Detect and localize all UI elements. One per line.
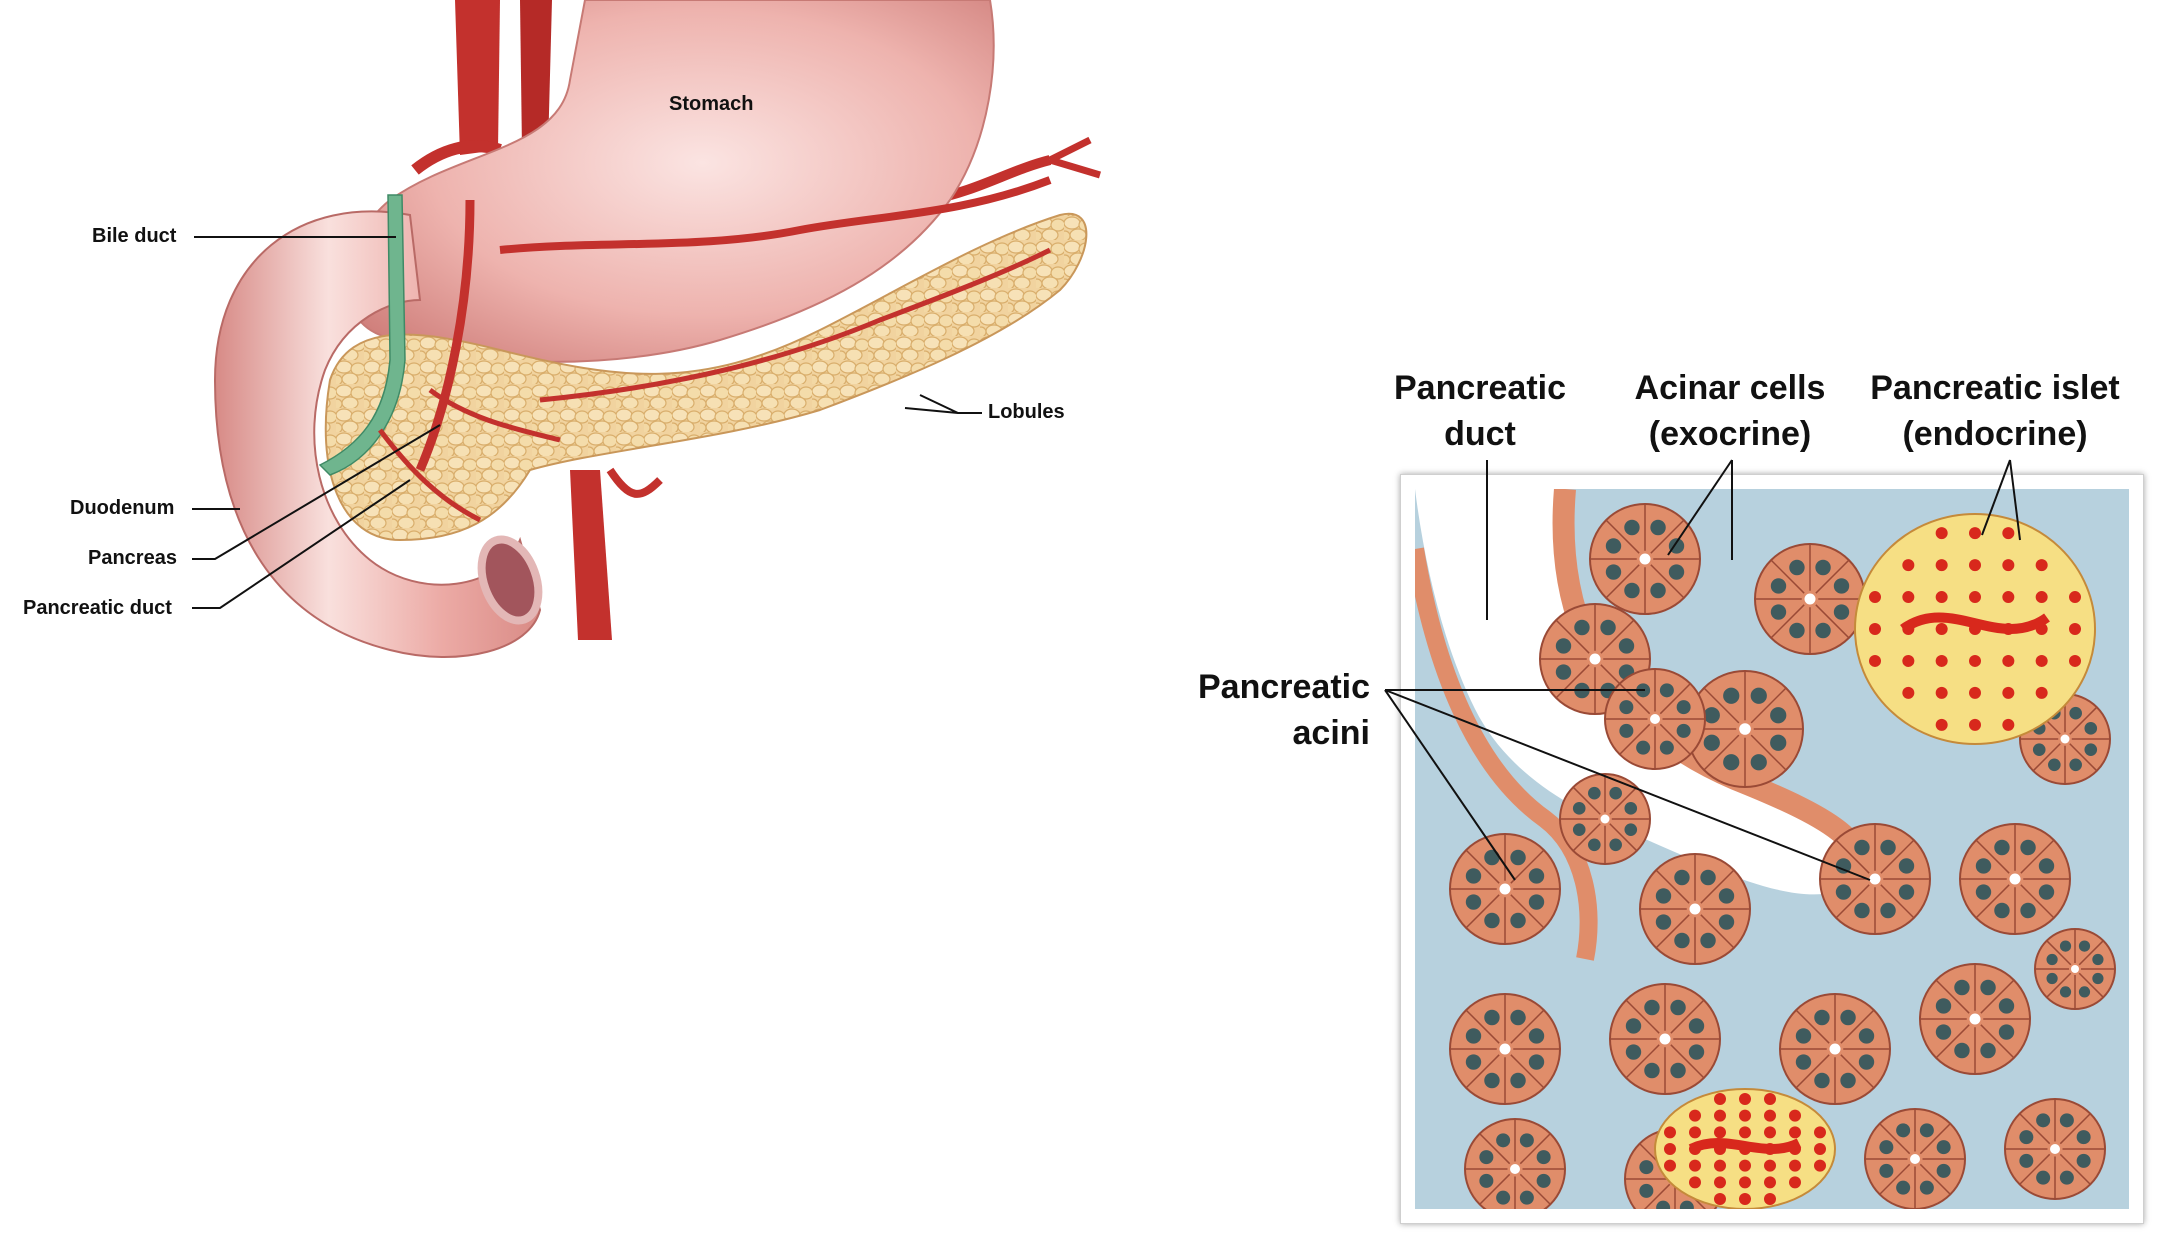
label-stomach: Stomach (669, 93, 754, 115)
label-pancreatic-acini: Pancreatic acini (1198, 668, 1370, 752)
acinus (1609, 983, 1721, 1095)
acinus (1559, 773, 1651, 865)
acinus (2004, 1098, 2106, 1200)
acinus (1779, 993, 1891, 1105)
histology-illustration (1415, 489, 2129, 1209)
acinus (1639, 853, 1751, 965)
bile-duct-shape (318, 194, 406, 476)
label-lobules: Lobules (988, 401, 1065, 423)
pancreas-shape (324, 212, 1088, 542)
label-pancreatic-duct-left: Pancreatic duct (23, 597, 172, 619)
artery-icon (455, 0, 500, 155)
acinus (1589, 503, 1701, 615)
acinus (1604, 668, 1706, 770)
pancreatic-islet (1854, 513, 2096, 745)
acinus (1754, 543, 1866, 655)
histology-panel (1400, 474, 2144, 1224)
label-acinar-cells: Acinar cells (exocrine) (1634, 369, 1826, 453)
acinus (1464, 1118, 1566, 1209)
acinus (1449, 833, 1561, 945)
acinus (2034, 928, 2116, 1010)
pancreatic-islet (1654, 1088, 1836, 1209)
acinus (1449, 993, 1561, 1105)
acinus (1919, 963, 2031, 1075)
label-pancreatic-islet: Pancreatic islet (endocrine) (1870, 369, 2120, 453)
gross-anatomy-illustration (192, 0, 1102, 658)
label-pancreatic-duct-right: Pancreatic duct (1394, 369, 1566, 453)
acinus (1819, 823, 1931, 935)
duodenum-shape (213, 210, 542, 658)
label-pancreas: Pancreas (88, 547, 177, 569)
label-bile-duct: Bile duct (92, 225, 177, 247)
acinus (1959, 823, 2071, 935)
label-duodenum: Duodenum (70, 497, 175, 519)
acinus (1864, 1108, 1966, 1209)
